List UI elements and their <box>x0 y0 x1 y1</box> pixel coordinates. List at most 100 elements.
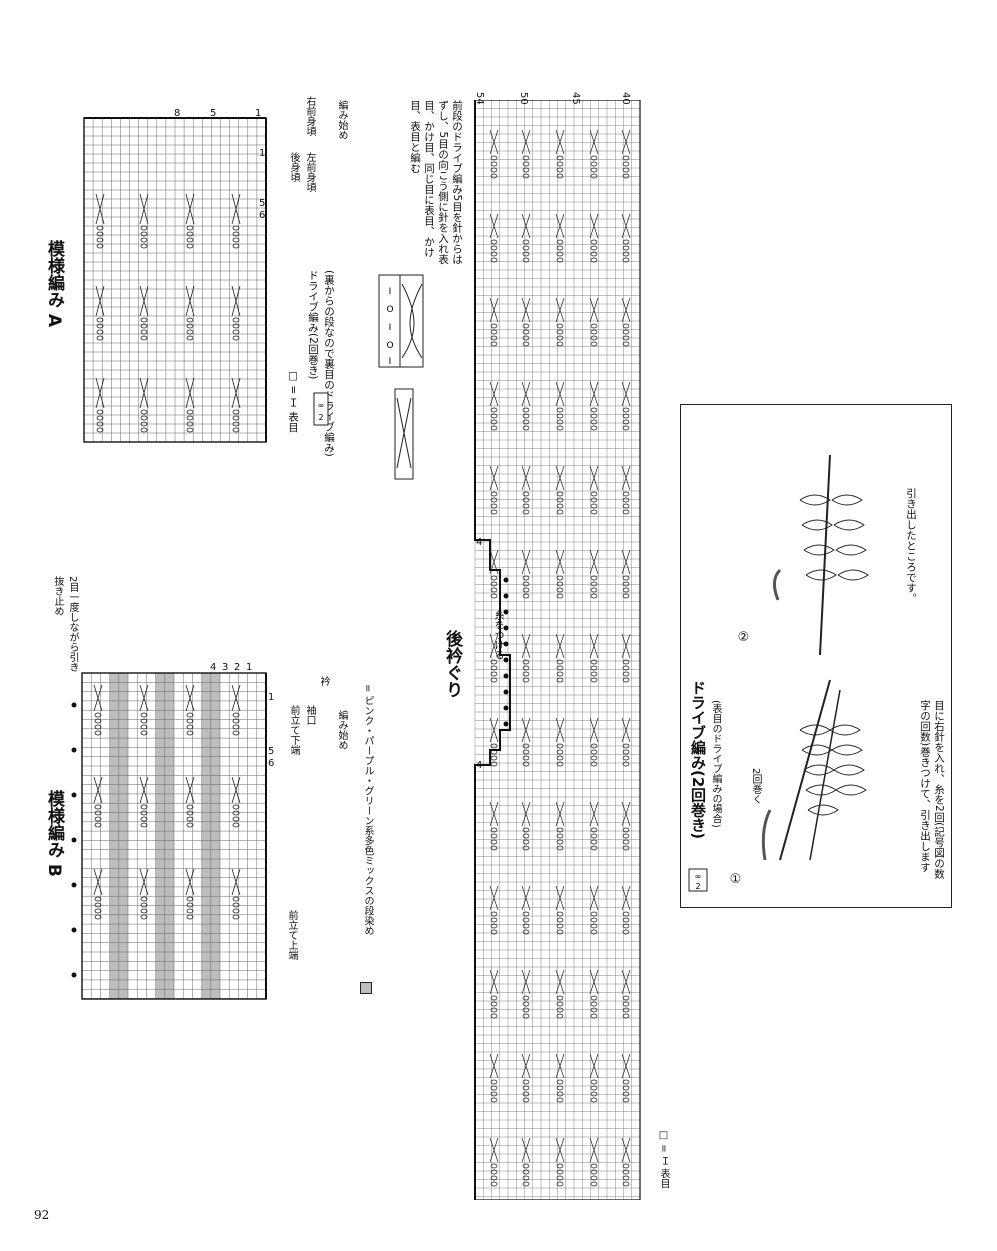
loop-mark <box>622 1079 630 1085</box>
loop-mark <box>556 491 564 497</box>
loop-mark <box>622 995 630 1001</box>
illustration-step-1: ① <box>728 872 743 887</box>
loop-mark <box>186 415 194 421</box>
loop-mark <box>622 845 630 851</box>
loop-mark <box>590 575 598 581</box>
loop-mark <box>590 245 598 251</box>
loop-mark <box>556 1163 564 1169</box>
loop-mark <box>522 1013 530 1019</box>
cross-mark <box>589 717 599 743</box>
loop-mark <box>96 409 104 415</box>
loop-mark <box>622 575 630 581</box>
cross-mark <box>555 549 565 575</box>
loop-mark <box>232 317 240 323</box>
loop-mark <box>622 659 630 665</box>
svg-text:∞: ∞ <box>695 872 702 881</box>
loop-mark <box>622 917 630 923</box>
drive-stitch-illustration-box <box>680 404 952 908</box>
loop-mark <box>490 587 498 593</box>
loop-mark <box>490 509 498 515</box>
loop-mark <box>490 167 498 173</box>
loop-mark <box>186 914 194 920</box>
loop-mark <box>140 323 148 329</box>
loop-mark <box>622 491 630 497</box>
cross-stitch-symbol <box>394 388 414 480</box>
legend-a-knit: □ = Ｉ 表目 <box>287 370 299 433</box>
loop-mark <box>522 161 530 167</box>
loop-mark <box>590 923 598 929</box>
svg-text:I: I <box>389 323 392 333</box>
loop-mark <box>622 173 630 179</box>
loop-mark <box>622 1097 630 1103</box>
cross-mark <box>489 1053 499 1079</box>
loop-mark <box>590 425 598 431</box>
pattern-a-label-front-right: 右前身頃 <box>304 96 315 136</box>
cross-mark <box>555 1053 565 1079</box>
cross-mark <box>521 381 531 407</box>
cross-mark <box>589 465 599 491</box>
loop-mark <box>490 329 498 335</box>
loop-mark <box>622 341 630 347</box>
loop-mark <box>96 243 104 249</box>
loop-mark <box>556 743 564 749</box>
loop-mark <box>622 761 630 767</box>
loop-mark <box>140 730 148 736</box>
pattern-a-row-1: 1 <box>255 108 262 119</box>
cross-mark <box>185 193 195 225</box>
loop-mark <box>490 833 498 839</box>
cross-mark <box>555 717 565 743</box>
loop-mark <box>140 822 148 828</box>
cross-mark <box>589 297 599 323</box>
cross-mark <box>93 684 103 712</box>
loop-mark <box>522 245 530 251</box>
page-number: 92 <box>34 1208 50 1222</box>
loop-mark <box>186 237 194 243</box>
loop-mark <box>490 419 498 425</box>
loop-mark <box>232 724 240 730</box>
loop-mark <box>622 167 630 173</box>
pattern-b-front-top: 前立て上端 <box>286 910 297 960</box>
back-neck-row-45: 45 <box>570 92 581 105</box>
loop-mark <box>622 1007 630 1013</box>
loop-mark <box>590 911 598 917</box>
loop-mark <box>556 1013 564 1019</box>
loop-mark <box>622 833 630 839</box>
loop-mark <box>522 323 530 329</box>
loop-mark <box>556 593 564 599</box>
loop-mark <box>622 1001 630 1007</box>
svg-text:I: I <box>389 357 392 367</box>
loop-mark <box>522 929 530 935</box>
attach-dot <box>503 577 509 583</box>
pattern-a-title: 模様編み A <box>44 240 64 328</box>
bind-off-dot <box>71 882 77 888</box>
loop-mark <box>556 761 564 767</box>
loop-mark <box>140 724 148 730</box>
loop-mark <box>186 718 194 724</box>
cross-mark <box>555 297 565 323</box>
loop-mark <box>140 718 148 724</box>
cross-mark <box>589 213 599 239</box>
loop-mark <box>94 822 102 828</box>
pattern-b-stitch-1: 1 <box>268 692 275 703</box>
loop-mark <box>622 749 630 755</box>
loop-mark <box>556 575 564 581</box>
loop-mark <box>94 718 102 724</box>
loop-mark <box>232 718 240 724</box>
loop-mark <box>522 1169 530 1175</box>
loop-mark <box>232 225 240 231</box>
loop-mark <box>522 593 530 599</box>
loop-mark <box>490 341 498 347</box>
loop-mark <box>590 839 598 845</box>
loop-mark <box>186 712 194 718</box>
loop-mark <box>522 671 530 677</box>
cross-mark <box>231 285 241 317</box>
loop-mark <box>490 911 498 917</box>
illustration-caption-1: 目に右針を入れ、糸を2回(記号図の数字の回数)巻きつけて、引き出します <box>919 700 945 879</box>
loop-mark <box>556 839 564 845</box>
bind-off-dot <box>71 972 77 978</box>
loop-mark <box>622 1175 630 1181</box>
cross-mark <box>521 549 531 575</box>
loop-mark <box>232 329 240 335</box>
legend-a-drive-sub: (裏からの段なので裏目のドライブ編み) <box>323 270 335 457</box>
loop-mark <box>94 712 102 718</box>
